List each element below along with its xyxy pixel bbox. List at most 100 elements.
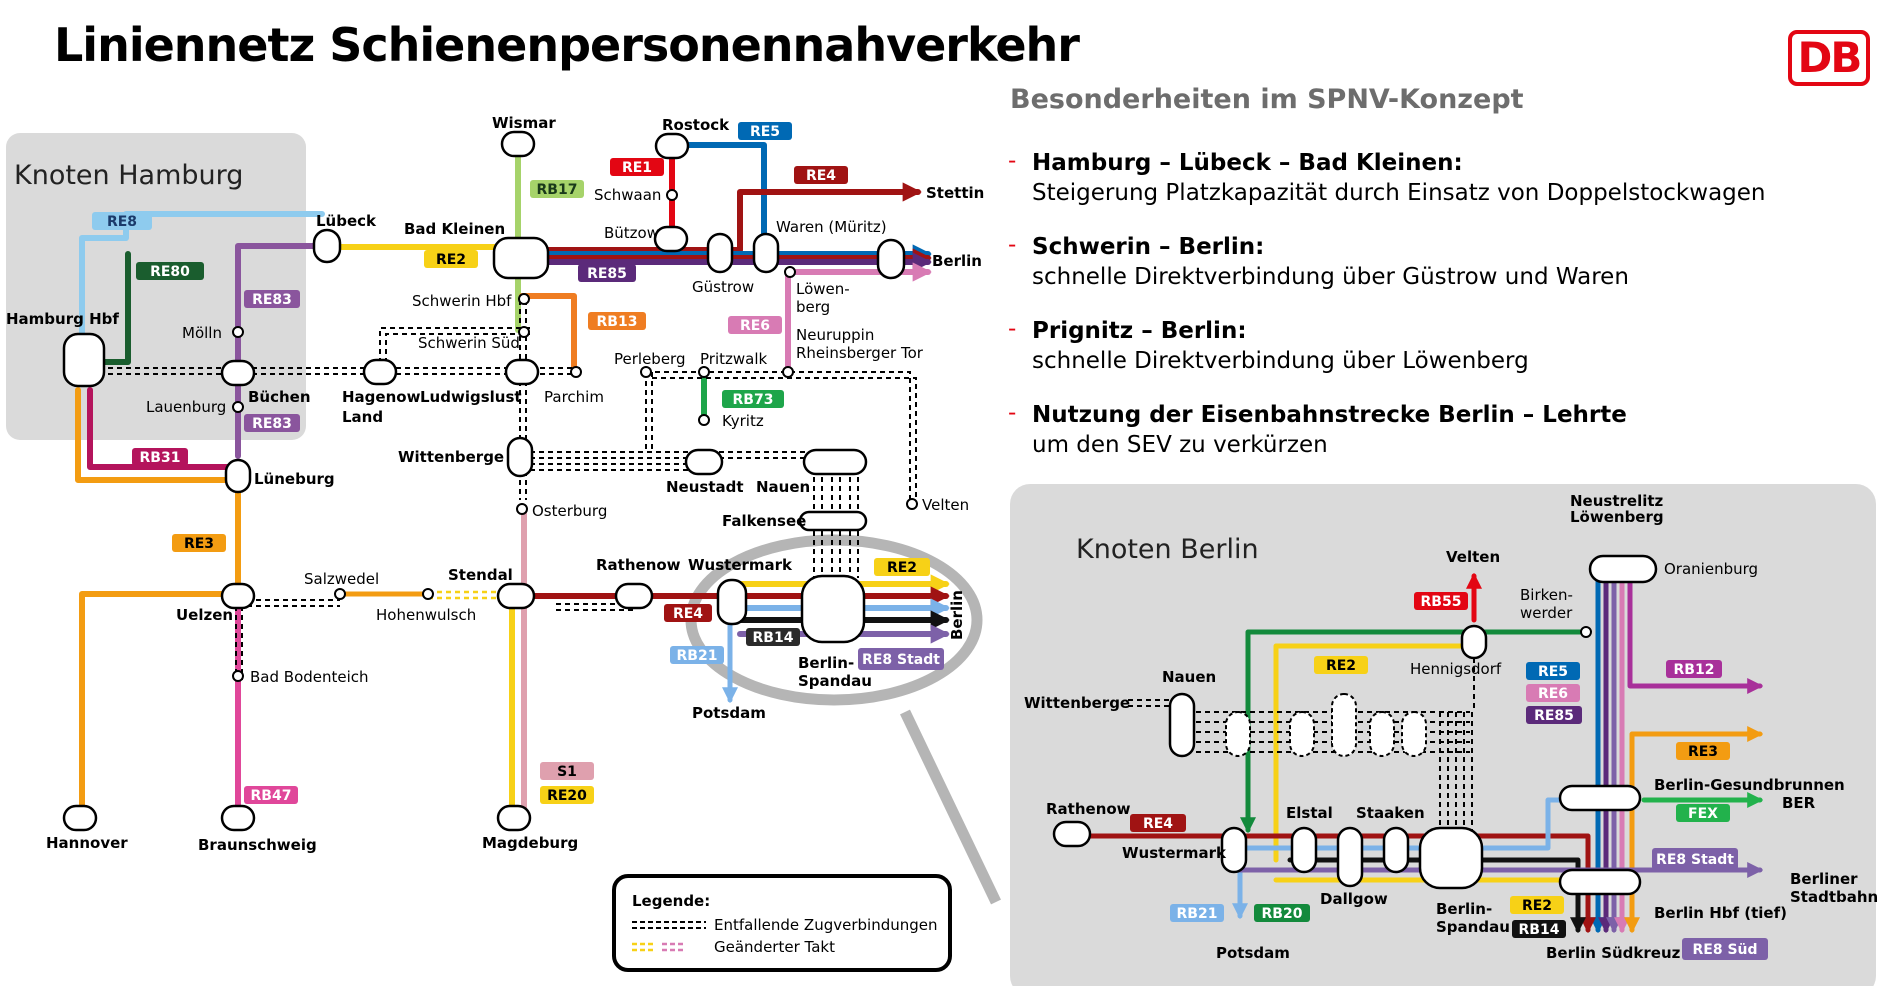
b-station-hennigsdorf <box>1460 624 1488 660</box>
label-schwerin-hbf: Schwerin Hbf <box>412 292 512 310</box>
station-stendal <box>496 582 536 610</box>
feature-heading: Prignitz – Berlin: <box>1032 318 1247 344</box>
stop-bad-bodenteich <box>232 670 244 682</box>
b-badge-re6 <box>1526 684 1580 702</box>
line-rb31 <box>87 387 241 470</box>
b-badge-rb20-label: RB20 <box>1262 906 1303 922</box>
feature-text: schnelle Direktverbindung über Güstrow u… <box>1032 264 1629 290</box>
b-station-oranienburg <box>1588 554 1658 584</box>
label-wismar: Wismar <box>492 114 556 132</box>
station-berlin-ne <box>876 238 906 280</box>
b-badge-rb20 <box>1254 904 1310 922</box>
b-badge-re85-label: RE85 <box>1534 708 1574 724</box>
badge-re80 <box>136 262 204 280</box>
label-velten: Velten <box>922 496 969 514</box>
badge-s1-label: S1 <box>557 764 577 780</box>
badge-rb47-label: RB47 <box>251 788 292 804</box>
b-line-re3 <box>1623 725 1764 934</box>
stop-parchim <box>570 366 582 378</box>
label-hannover: Hannover <box>46 834 128 852</box>
badge-re4-b-label: RE4 <box>673 606 703 622</box>
badge-re5-label: RE5 <box>750 124 780 140</box>
b-label-gesundbrunnen: Berlin-Gesundbrunnen <box>1654 776 1845 794</box>
station-falkensee <box>798 510 868 532</box>
label-spandau-2: Spandau <box>798 672 872 690</box>
b-label-nauen: Nauen <box>1162 668 1216 686</box>
b-stop-cancelled-1 <box>1225 711 1251 757</box>
b-station-wustermark <box>1220 826 1248 874</box>
station-hagenow <box>362 358 398 386</box>
badge-re85 <box>578 264 636 282</box>
badge-re1-label: RE1 <box>622 160 652 176</box>
label-rostock: Rostock <box>662 116 730 134</box>
bullet-dash: - <box>1008 148 1017 174</box>
label-nauen: Nauen <box>756 478 810 496</box>
station-luebeck <box>312 228 342 264</box>
station-waren <box>752 232 780 274</box>
b-label-loewenberg: Löwenberg <box>1570 508 1664 526</box>
b-label-birkenwerder-2: werder <box>1520 604 1573 622</box>
label-potsdam: Potsdam <box>692 704 766 722</box>
stop-perleberg <box>640 366 652 378</box>
b-badge-re3-label: RE3 <box>1688 744 1718 760</box>
badge-re3-label: RE3 <box>184 536 214 552</box>
b-badge-fex-label: FEX <box>1688 806 1718 822</box>
badge-rb21-label: RB21 <box>677 648 718 664</box>
b-badge-rb12 <box>1666 660 1722 678</box>
station-guestrow <box>706 232 734 274</box>
label-luebeck: Lübeck <box>316 212 377 230</box>
b-station-staaken <box>1382 826 1410 874</box>
stop-schwaan <box>666 189 678 201</box>
station-hannover <box>62 804 98 832</box>
badge-re83-b-label: RE83 <box>252 416 292 432</box>
label-bad-kleinen: Bad Kleinen <box>404 220 505 238</box>
b-stop-birkenwerder <box>1580 626 1592 638</box>
legend-box <box>612 874 952 972</box>
b-badge-rb21 <box>1170 904 1224 922</box>
label-waren: Waren (Müritz) <box>776 218 887 236</box>
feature-text: Steigerung Platzkapazität durch Einsatz … <box>1032 180 1766 206</box>
station-ludwigslust <box>504 358 540 386</box>
line-rb13 <box>519 293 577 375</box>
feature-heading: Schwerin – Berlin: <box>1032 234 1265 260</box>
label-buechen: Büchen <box>248 388 311 406</box>
b-stop-cancelled-3 <box>1331 693 1357 757</box>
b-label-elstal: Elstal <box>1286 804 1333 822</box>
station-berlin-spandau <box>800 574 866 644</box>
station-uelzen <box>220 582 256 610</box>
b-label-stadtbahn-2: Stadtbahn <box>1790 888 1878 906</box>
label-lueneburg: Lüneburg <box>254 470 335 488</box>
legend-changed-sample-1 <box>632 942 656 952</box>
badge-rb73-label: RB73 <box>733 392 774 408</box>
station-buechen <box>220 359 256 387</box>
label-buetzow: Bützow <box>604 224 659 242</box>
b-station-hbf-tief <box>1558 868 1642 896</box>
badge-rb17-label: RB17 <box>537 182 578 198</box>
b-badge-rb55 <box>1414 592 1468 610</box>
b-cancelled-wittenberge <box>1128 699 1176 707</box>
b-badge-rb55-label: RB55 <box>1421 594 1462 610</box>
bullet-dash: - <box>1008 316 1017 342</box>
b-badge-re4 <box>1130 814 1186 832</box>
b-label-stadtbahn-1: Berliner <box>1790 870 1858 888</box>
station-neustadt <box>684 448 724 476</box>
label-loewenberg-2: berg <box>796 298 830 316</box>
stop-hohenwulsch <box>422 588 434 600</box>
station-wittenberge <box>506 436 534 478</box>
label-stendal: Stendal <box>448 566 513 584</box>
label-lauenburg: Lauenburg <box>146 398 226 416</box>
label-uelzen: Uelzen <box>176 606 233 624</box>
station-bad-kleinen <box>492 236 550 280</box>
b-badge-re8stadt <box>1652 848 1738 870</box>
badge-rb13-label: RB13 <box>597 314 638 330</box>
label-neuruppin-1: Neuruppin <box>796 326 874 344</box>
feature-item: - Hamburg – Lübeck – Bad Kleinen: Steige… <box>1008 148 1808 208</box>
stop-osterburg <box>516 503 528 515</box>
panel-title: Besonderheiten im SPNV-Konzept <box>1010 84 1524 115</box>
b-label-rathenow: Rathenow <box>1046 800 1131 818</box>
stop-lauenburg <box>232 401 244 413</box>
station-hamburg-hbf <box>62 332 106 388</box>
feature-item: - Nutzung der Eisenbahnstrecke Berlin – … <box>1008 400 1808 460</box>
b-label-ber: BER <box>1782 794 1816 812</box>
